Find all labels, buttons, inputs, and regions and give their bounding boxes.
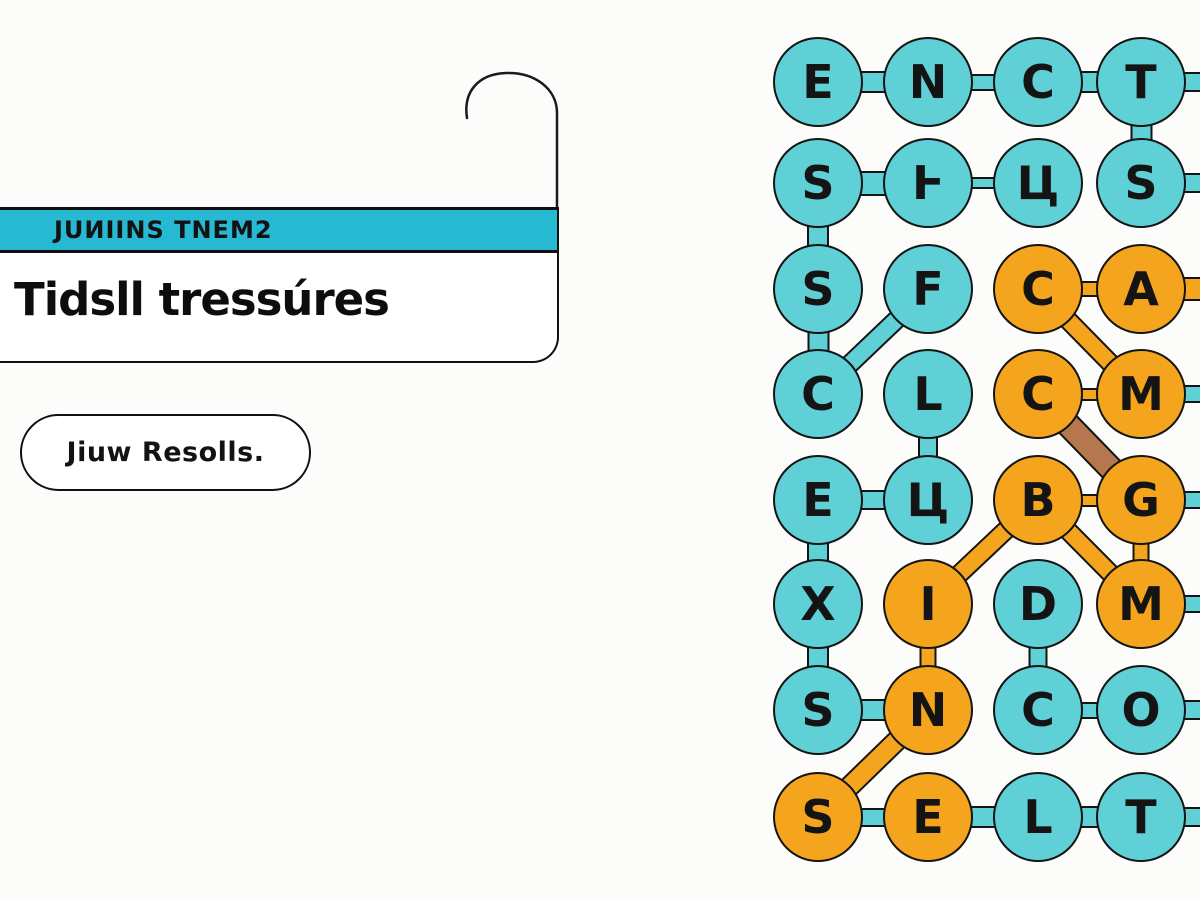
letter-node[interactable]: L [993, 772, 1083, 862]
node-letter: D [1018, 577, 1058, 631]
letter-node[interactable]: G [1096, 455, 1186, 545]
letter-node[interactable]: E [773, 37, 863, 127]
letter-node[interactable]: T [1096, 37, 1186, 127]
letter-node[interactable]: E [773, 455, 863, 545]
letter-node[interactable]: I [883, 559, 973, 649]
letter-node[interactable]: M [1096, 349, 1186, 439]
letter-node[interactable]: S [1096, 138, 1186, 228]
node-letter: T [1125, 55, 1157, 109]
node-letter: C [801, 367, 835, 421]
node-letter: E [802, 473, 834, 527]
puzzle-title: Tidsll tressúres [14, 273, 390, 326]
node-letter: Ⱶ [911, 156, 945, 210]
letter-node[interactable]: B [993, 455, 1083, 545]
node-letter: A [1123, 262, 1159, 316]
node-letter: M [1118, 367, 1164, 421]
letter-node[interactable]: N [883, 665, 973, 755]
letter-node[interactable]: C [773, 349, 863, 439]
letter-node[interactable]: C [993, 244, 1083, 334]
node-letter: C [1021, 367, 1055, 421]
letter-node[interactable]: A [1096, 244, 1186, 334]
letter-node[interactable]: C [993, 349, 1083, 439]
node-letter: S [801, 790, 835, 844]
node-letter: O [1121, 683, 1161, 737]
category-banner-label: JUИIINS TNEM2 [54, 216, 273, 244]
node-letter: L [913, 367, 943, 421]
node-letter: C [1021, 262, 1055, 316]
word-card: Tidsll tressúres [0, 253, 559, 363]
node-letter: B [1020, 473, 1056, 527]
node-letter: S [801, 156, 835, 210]
letter-node[interactable]: Ц [883, 455, 973, 545]
node-letter: L [1023, 790, 1053, 844]
node-letter: C [1021, 55, 1055, 109]
node-letter: S [1124, 156, 1158, 210]
letter-node[interactable]: F [883, 244, 973, 334]
node-letter: E [802, 55, 834, 109]
letter-node[interactable]: Ц [993, 138, 1083, 228]
node-letter: I [919, 577, 937, 631]
node-letter: Ц [1016, 156, 1060, 210]
letter-node[interactable]: M [1096, 559, 1186, 649]
node-letter: G [1122, 473, 1160, 527]
letter-node[interactable]: D [993, 559, 1083, 649]
node-letter: N [908, 683, 948, 737]
letter-node[interactable]: S [773, 244, 863, 334]
letter-node[interactable]: X [773, 559, 863, 649]
node-letter: S [801, 683, 835, 737]
node-letter: X [800, 577, 836, 631]
node-letter: N [908, 55, 948, 109]
letter-node[interactable]: S [773, 772, 863, 862]
view-results-button[interactable]: Jiuw Resolls. [20, 414, 311, 491]
letter-node[interactable]: S [773, 665, 863, 755]
category-banner: JUИIINS TNEM2 [0, 207, 559, 253]
letter-node[interactable]: E [883, 772, 973, 862]
node-letter: Ц [906, 473, 950, 527]
letter-node[interactable]: Ⱶ [883, 138, 973, 228]
node-letter: E [912, 790, 944, 844]
view-results-button-label: Jiuw Resolls. [66, 437, 265, 468]
node-letter: F [912, 262, 944, 316]
node-letter: M [1118, 577, 1164, 631]
letter-node[interactable]: O [1096, 665, 1186, 755]
letter-node[interactable]: S [773, 138, 863, 228]
letter-node[interactable]: C [993, 665, 1083, 755]
letter-node[interactable]: T [1096, 772, 1186, 862]
node-letter: C [1021, 683, 1055, 737]
node-letter: S [801, 262, 835, 316]
letter-node[interactable]: N [883, 37, 973, 127]
node-letter: T [1125, 790, 1157, 844]
letter-node[interactable]: C [993, 37, 1083, 127]
letter-node[interactable]: L [883, 349, 973, 439]
